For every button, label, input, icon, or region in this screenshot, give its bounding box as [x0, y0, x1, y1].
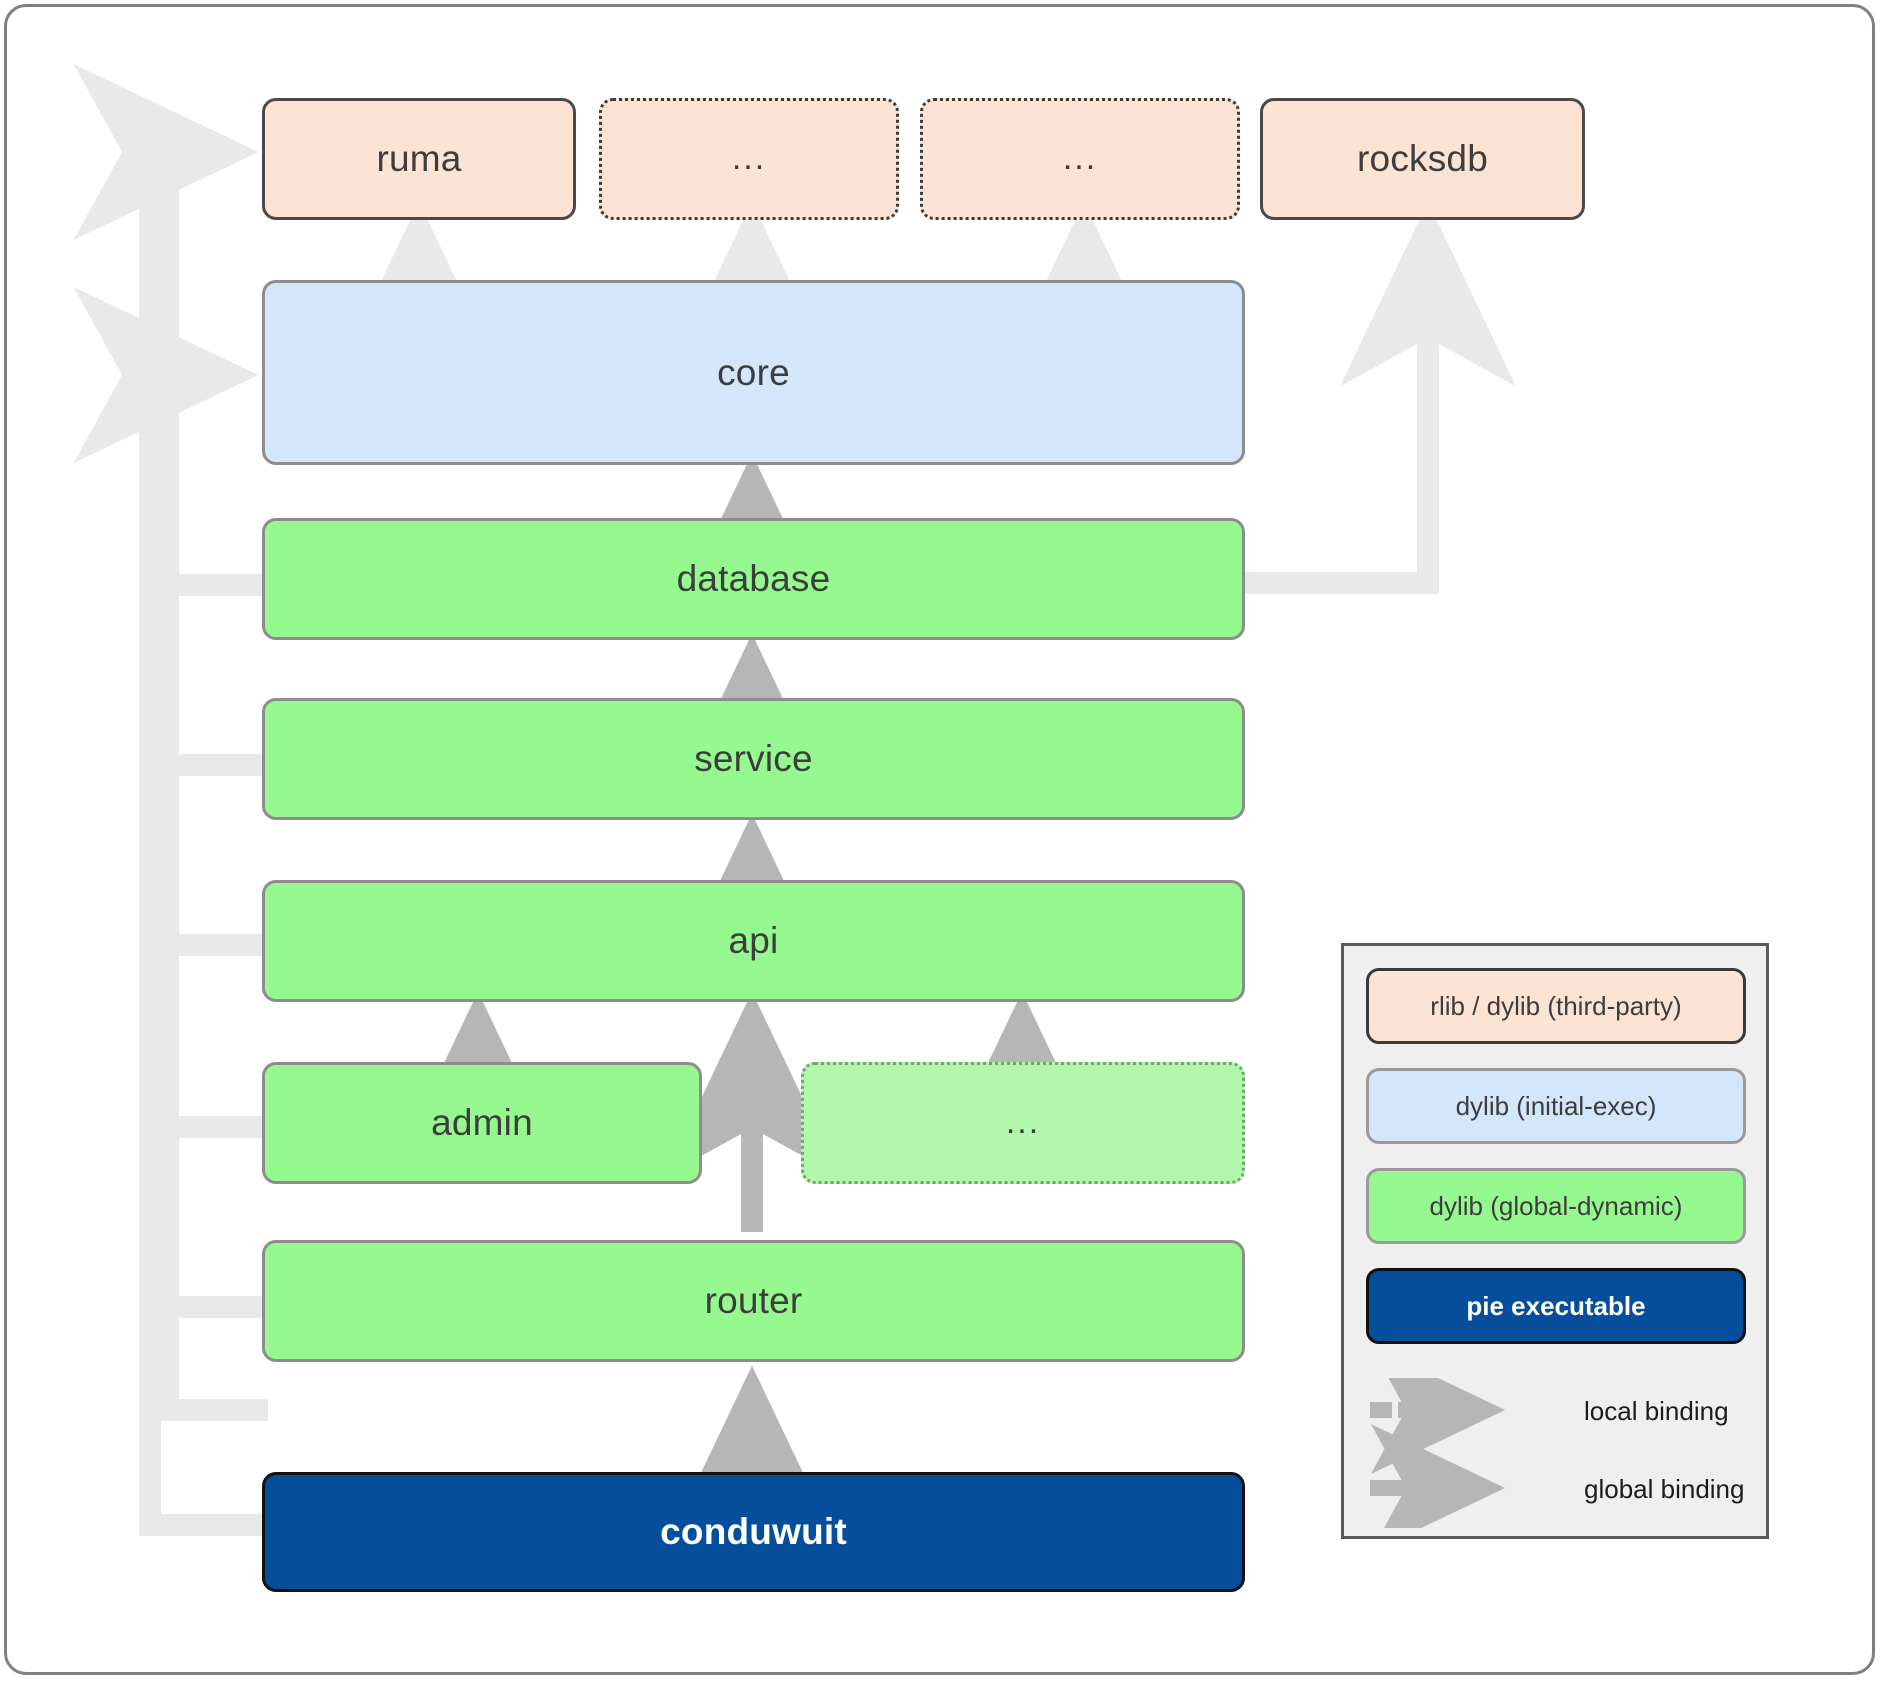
- legend-arrow-glyphs: [1370, 1378, 1506, 1528]
- node-database[interactable]: database: [262, 518, 1245, 640]
- node-ruma[interactable]: ruma: [262, 98, 576, 220]
- node-admin[interactable]: admin: [262, 1062, 702, 1184]
- node-api[interactable]: api: [262, 880, 1245, 1002]
- legend-label-local-binding: local binding: [1584, 1396, 1729, 1426]
- node-core[interactable]: core: [262, 280, 1245, 465]
- node-label-core: core: [717, 351, 790, 393]
- legend-swatch-global-dynamic: dylib (global-dynamic): [1366, 1168, 1746, 1244]
- node-label-router: router: [704, 1280, 803, 1321]
- node-rocksdb[interactable]: rocksdb: [1260, 98, 1585, 220]
- diagram-outer-frame: [4, 4, 1875, 1675]
- legend-swatch-pie-executable: pie executable: [1366, 1268, 1746, 1344]
- node-label-third-party-a: ...: [731, 139, 767, 178]
- node-label-conduwuit: conduwuit: [660, 1511, 847, 1552]
- legend-label-third-party: rlib / dylib (third-party): [1430, 990, 1682, 1021]
- node-label-third-party-b: ...: [1062, 139, 1098, 178]
- node-router[interactable]: router: [262, 1240, 1245, 1362]
- legend-label-initial-exec: dylib (initial-exec): [1455, 1090, 1657, 1121]
- node-label-service: service: [694, 738, 813, 779]
- node-third-party-a[interactable]: ...: [599, 98, 899, 220]
- node-label-api: api: [728, 920, 779, 961]
- node-service[interactable]: service: [262, 698, 1245, 820]
- node-label-database: database: [676, 558, 831, 599]
- legend-swatch-third-party: rlib / dylib (third-party): [1366, 968, 1746, 1044]
- node-third-party-b[interactable]: ...: [920, 98, 1240, 220]
- node-label-rocksdb: rocksdb: [1357, 138, 1488, 179]
- legend-swatch-initial-exec: dylib (initial-exec): [1366, 1068, 1746, 1144]
- legend-label-global-binding: global binding: [1584, 1474, 1745, 1504]
- node-conduwuit[interactable]: conduwuit: [262, 1472, 1245, 1592]
- node-label-extra-service: ...: [1005, 1103, 1041, 1142]
- node-label-ruma: ruma: [376, 138, 462, 179]
- node-label-admin: admin: [431, 1102, 533, 1143]
- node-extra-service[interactable]: ...: [801, 1062, 1245, 1184]
- legend-label-pie-executable: pie executable: [1466, 1290, 1646, 1321]
- legend-panel: rlib / dylib (third-party) dylib (initia…: [1341, 943, 1769, 1539]
- legend-label-global-dynamic: dylib (global-dynamic): [1429, 1190, 1683, 1221]
